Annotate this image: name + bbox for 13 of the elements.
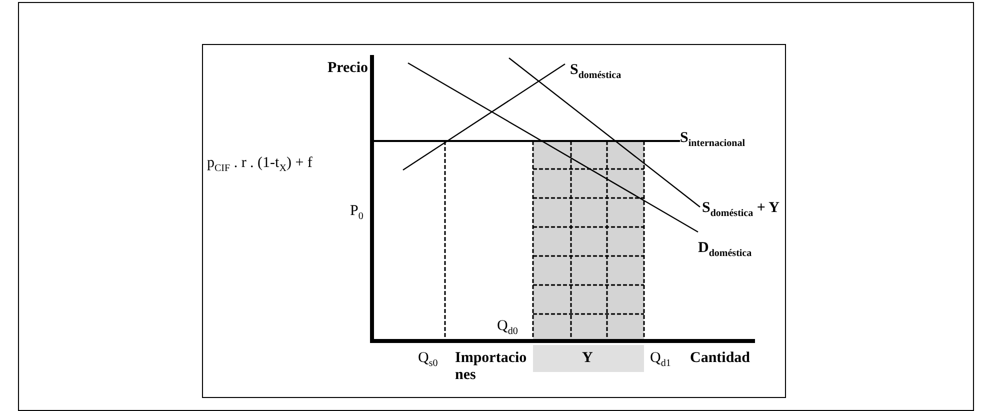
curve-label: D$_{doméstica}$ <box>698 240 752 261</box>
price-formula: p$_{CIF}$ . r . (1-t$_{X}$) + f <box>207 155 312 176</box>
quantity-label: Y <box>582 350 593 367</box>
quantity-label: Importaciones <box>455 350 527 384</box>
quantity-label: Q$_{d0}$ <box>497 318 518 339</box>
curve-label: S$_{doméstica}$ <box>570 62 622 83</box>
axis-label: Cantidad <box>690 350 750 367</box>
curve-label: S$_{doméstica}$ + Y <box>702 200 780 221</box>
quantity-label: Q$_{s0}$ <box>418 350 438 371</box>
axis-label: Precio <box>326 60 368 77</box>
quantity-label: Q$_{d1}$ <box>650 350 671 371</box>
price-label: P$_{0}$ <box>350 203 364 224</box>
curve-label: S$_{internacional}$ <box>680 130 746 151</box>
